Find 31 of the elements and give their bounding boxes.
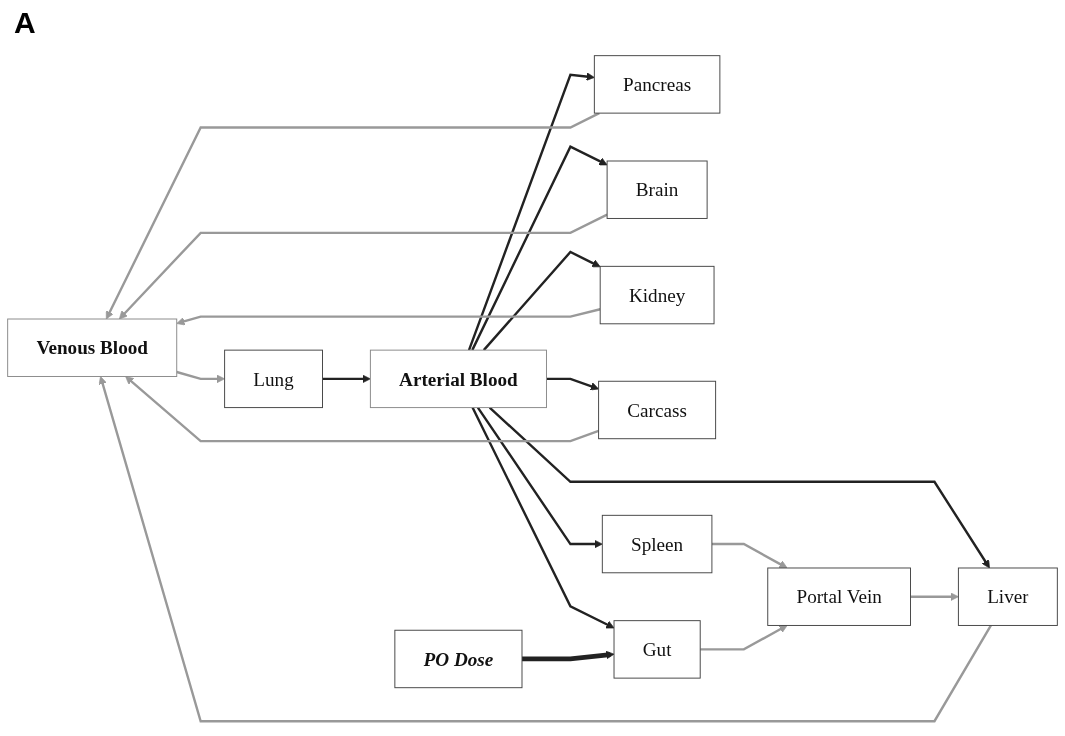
- arrow: [467, 72, 595, 351]
- arrow: [522, 650, 615, 661]
- node-box: PO Dose: [394, 629, 523, 688]
- arrow: [125, 375, 599, 442]
- arrow: [711, 542, 788, 568]
- arrow: [98, 375, 992, 722]
- node-box: Carcass: [598, 380, 717, 439]
- arrow: [700, 624, 788, 651]
- node-box: Lung: [224, 349, 323, 408]
- node-box: Gut: [613, 619, 701, 679]
- node-box: Pancreas: [593, 54, 721, 114]
- node-box: Portal Vein: [767, 567, 911, 626]
- arrow: [476, 406, 603, 548]
- arrow: [105, 111, 600, 319]
- arrow: [176, 307, 601, 325]
- node-box: Venous Blood: [7, 318, 178, 377]
- node-box: Arterial Blood: [369, 349, 547, 408]
- arrow: [488, 406, 990, 568]
- node-box: Brain: [606, 160, 708, 219]
- arrow: [322, 374, 371, 383]
- arrow: [471, 144, 608, 351]
- arrow: [482, 250, 601, 351]
- node-box: Kidney: [599, 265, 715, 324]
- node-box: Liver: [957, 567, 1058, 626]
- node-box: Spleen: [601, 514, 713, 573]
- arrow: [910, 592, 959, 601]
- arrow: [176, 370, 225, 383]
- arrow: [471, 406, 615, 628]
- arrow: [546, 377, 599, 390]
- arrow: [118, 213, 608, 319]
- panel-label: A: [14, 6, 36, 40]
